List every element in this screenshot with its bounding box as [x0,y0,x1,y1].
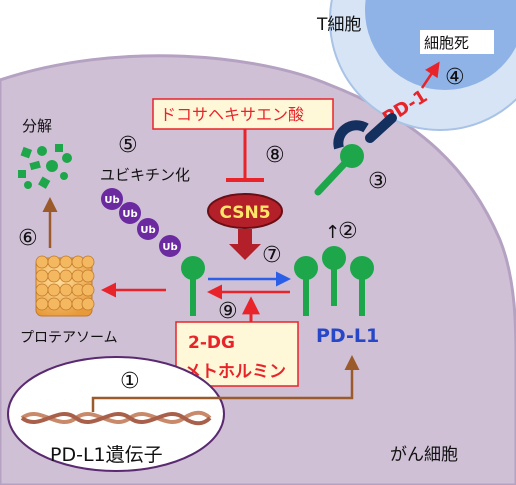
gene-expression-arrow [91,355,360,412]
pd1-receptor [333,113,397,150]
step-9: ⑨ [218,299,238,324]
pdl1-gene-label: PD-L1遺伝子 [50,444,163,466]
ub-label-1: Ub [104,195,119,206]
pdl1-cluster [294,246,374,316]
pdl1-label: PD-L1 [316,325,379,347]
ub-label-3: Ub [140,225,155,236]
cell-death-box [420,30,494,54]
dha-box [152,98,334,130]
twodg-label: 2-DG [188,333,235,353]
up-arrow: ↑ [325,222,340,243]
metformin-label: メトホルミン [184,362,286,382]
cell-death-label: 細胞死 [424,34,469,52]
t-cell-label: T細胞 [316,15,361,35]
csn5-down-arrow-head [229,244,261,260]
csn5-label: CSN5 [219,203,270,223]
pdl1-single [181,256,205,316]
step-7: ⑦ [262,243,282,268]
step-2: ② [338,219,358,244]
proteasome-label: プロテアソーム [20,330,118,346]
pdl1-bound [314,144,364,196]
step-6: ⑥ [18,226,38,251]
ub-3 [137,218,159,240]
dna-helix [20,410,212,426]
degraded-fragments [18,144,72,189]
dha-label: ドコサヘキサエン酸 [160,105,304,124]
ubiquitin-chain: Ub Ub Ub Ub [101,188,181,257]
step-8: ⑧ [265,143,285,168]
cancer-cell-label: がん細胞 [390,445,458,465]
csn5-down-arrow-shaft [238,229,252,246]
ub-4 [159,235,181,257]
ubiquitination-label: ユビキチン化 [100,166,190,184]
ub-label-2: Ub [122,209,137,220]
arrow-to-cell-death [420,61,440,89]
step-5: ⑤ [118,133,138,158]
proteasome [35,255,95,317]
ub-label-4: Ub [162,242,177,253]
step-3: ③ [368,169,388,194]
csn5-oval [207,193,283,229]
ub-1 [101,188,123,210]
degradation-label: 分解 [22,117,52,135]
ub-2 [119,202,141,224]
step-4: ④ [445,65,465,90]
step-1: ① [120,369,140,394]
